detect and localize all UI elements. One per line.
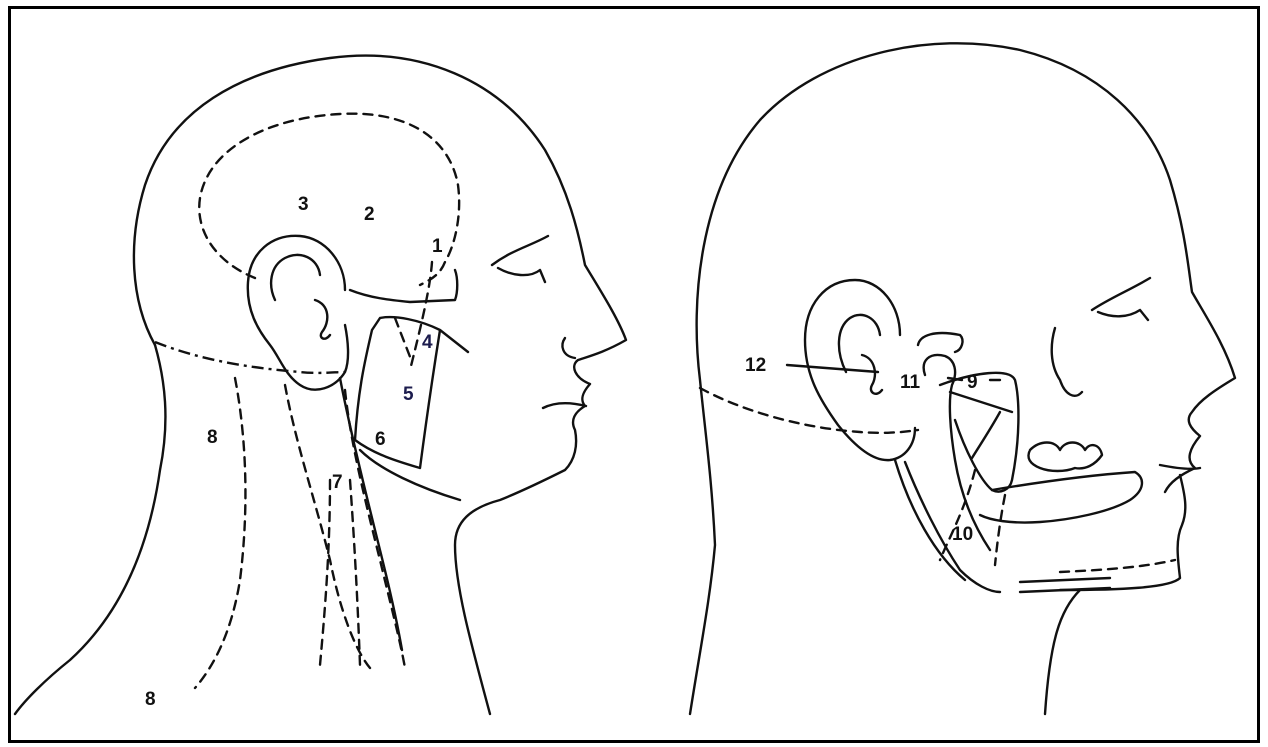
right-occipital-line xyxy=(700,388,918,433)
left-zygomatic xyxy=(350,270,457,302)
label-9: 9 xyxy=(967,372,978,393)
label-8-lower: 8 xyxy=(145,689,156,710)
left-temporal-oval xyxy=(199,114,459,285)
right-cheek xyxy=(1052,328,1082,396)
right-mandible xyxy=(918,333,962,352)
left-jaw xyxy=(360,450,460,500)
label-7: 7 xyxy=(332,472,343,493)
label-6: 6 xyxy=(375,429,386,450)
label-5: 5 xyxy=(403,384,414,405)
left-head-outline xyxy=(134,56,626,714)
right-ear-inner xyxy=(839,315,882,394)
left-ear-inner xyxy=(271,255,330,339)
label-12: 12 xyxy=(745,355,766,376)
left-nose xyxy=(562,338,575,358)
label-3: 3 xyxy=(298,194,309,215)
left-head-figure: 1 2 3 4 5 6 7 8 8 xyxy=(15,56,626,714)
right-dashed-chin xyxy=(1060,560,1175,572)
left-eye xyxy=(492,236,548,282)
left-dashed-7c xyxy=(320,480,330,665)
left-dashed-1 xyxy=(410,262,432,370)
right-eye xyxy=(1092,278,1150,320)
right-coronoid xyxy=(950,392,1012,458)
label-8-upper: 8 xyxy=(207,427,218,448)
left-dashed-8 xyxy=(195,378,245,688)
right-pointer-12 xyxy=(787,365,878,372)
label-1: 1 xyxy=(432,236,443,257)
left-dashed-5 xyxy=(395,318,412,362)
left-neck-back xyxy=(15,345,165,714)
left-mouth xyxy=(543,403,586,408)
label-10: 10 xyxy=(952,524,973,545)
right-dashed-10b xyxy=(995,495,1005,565)
right-chin xyxy=(1060,475,1185,590)
right-teeth xyxy=(1028,443,1102,472)
left-ear xyxy=(248,236,348,390)
label-11: 11 xyxy=(900,372,921,393)
left-scm xyxy=(340,378,402,650)
right-neck-front xyxy=(1045,590,1080,714)
label-4: 4 xyxy=(422,332,433,353)
right-head-figure: 9 10 11 12 xyxy=(690,43,1235,714)
left-occipital-line xyxy=(155,342,345,373)
label-2: 2 xyxy=(364,204,375,225)
